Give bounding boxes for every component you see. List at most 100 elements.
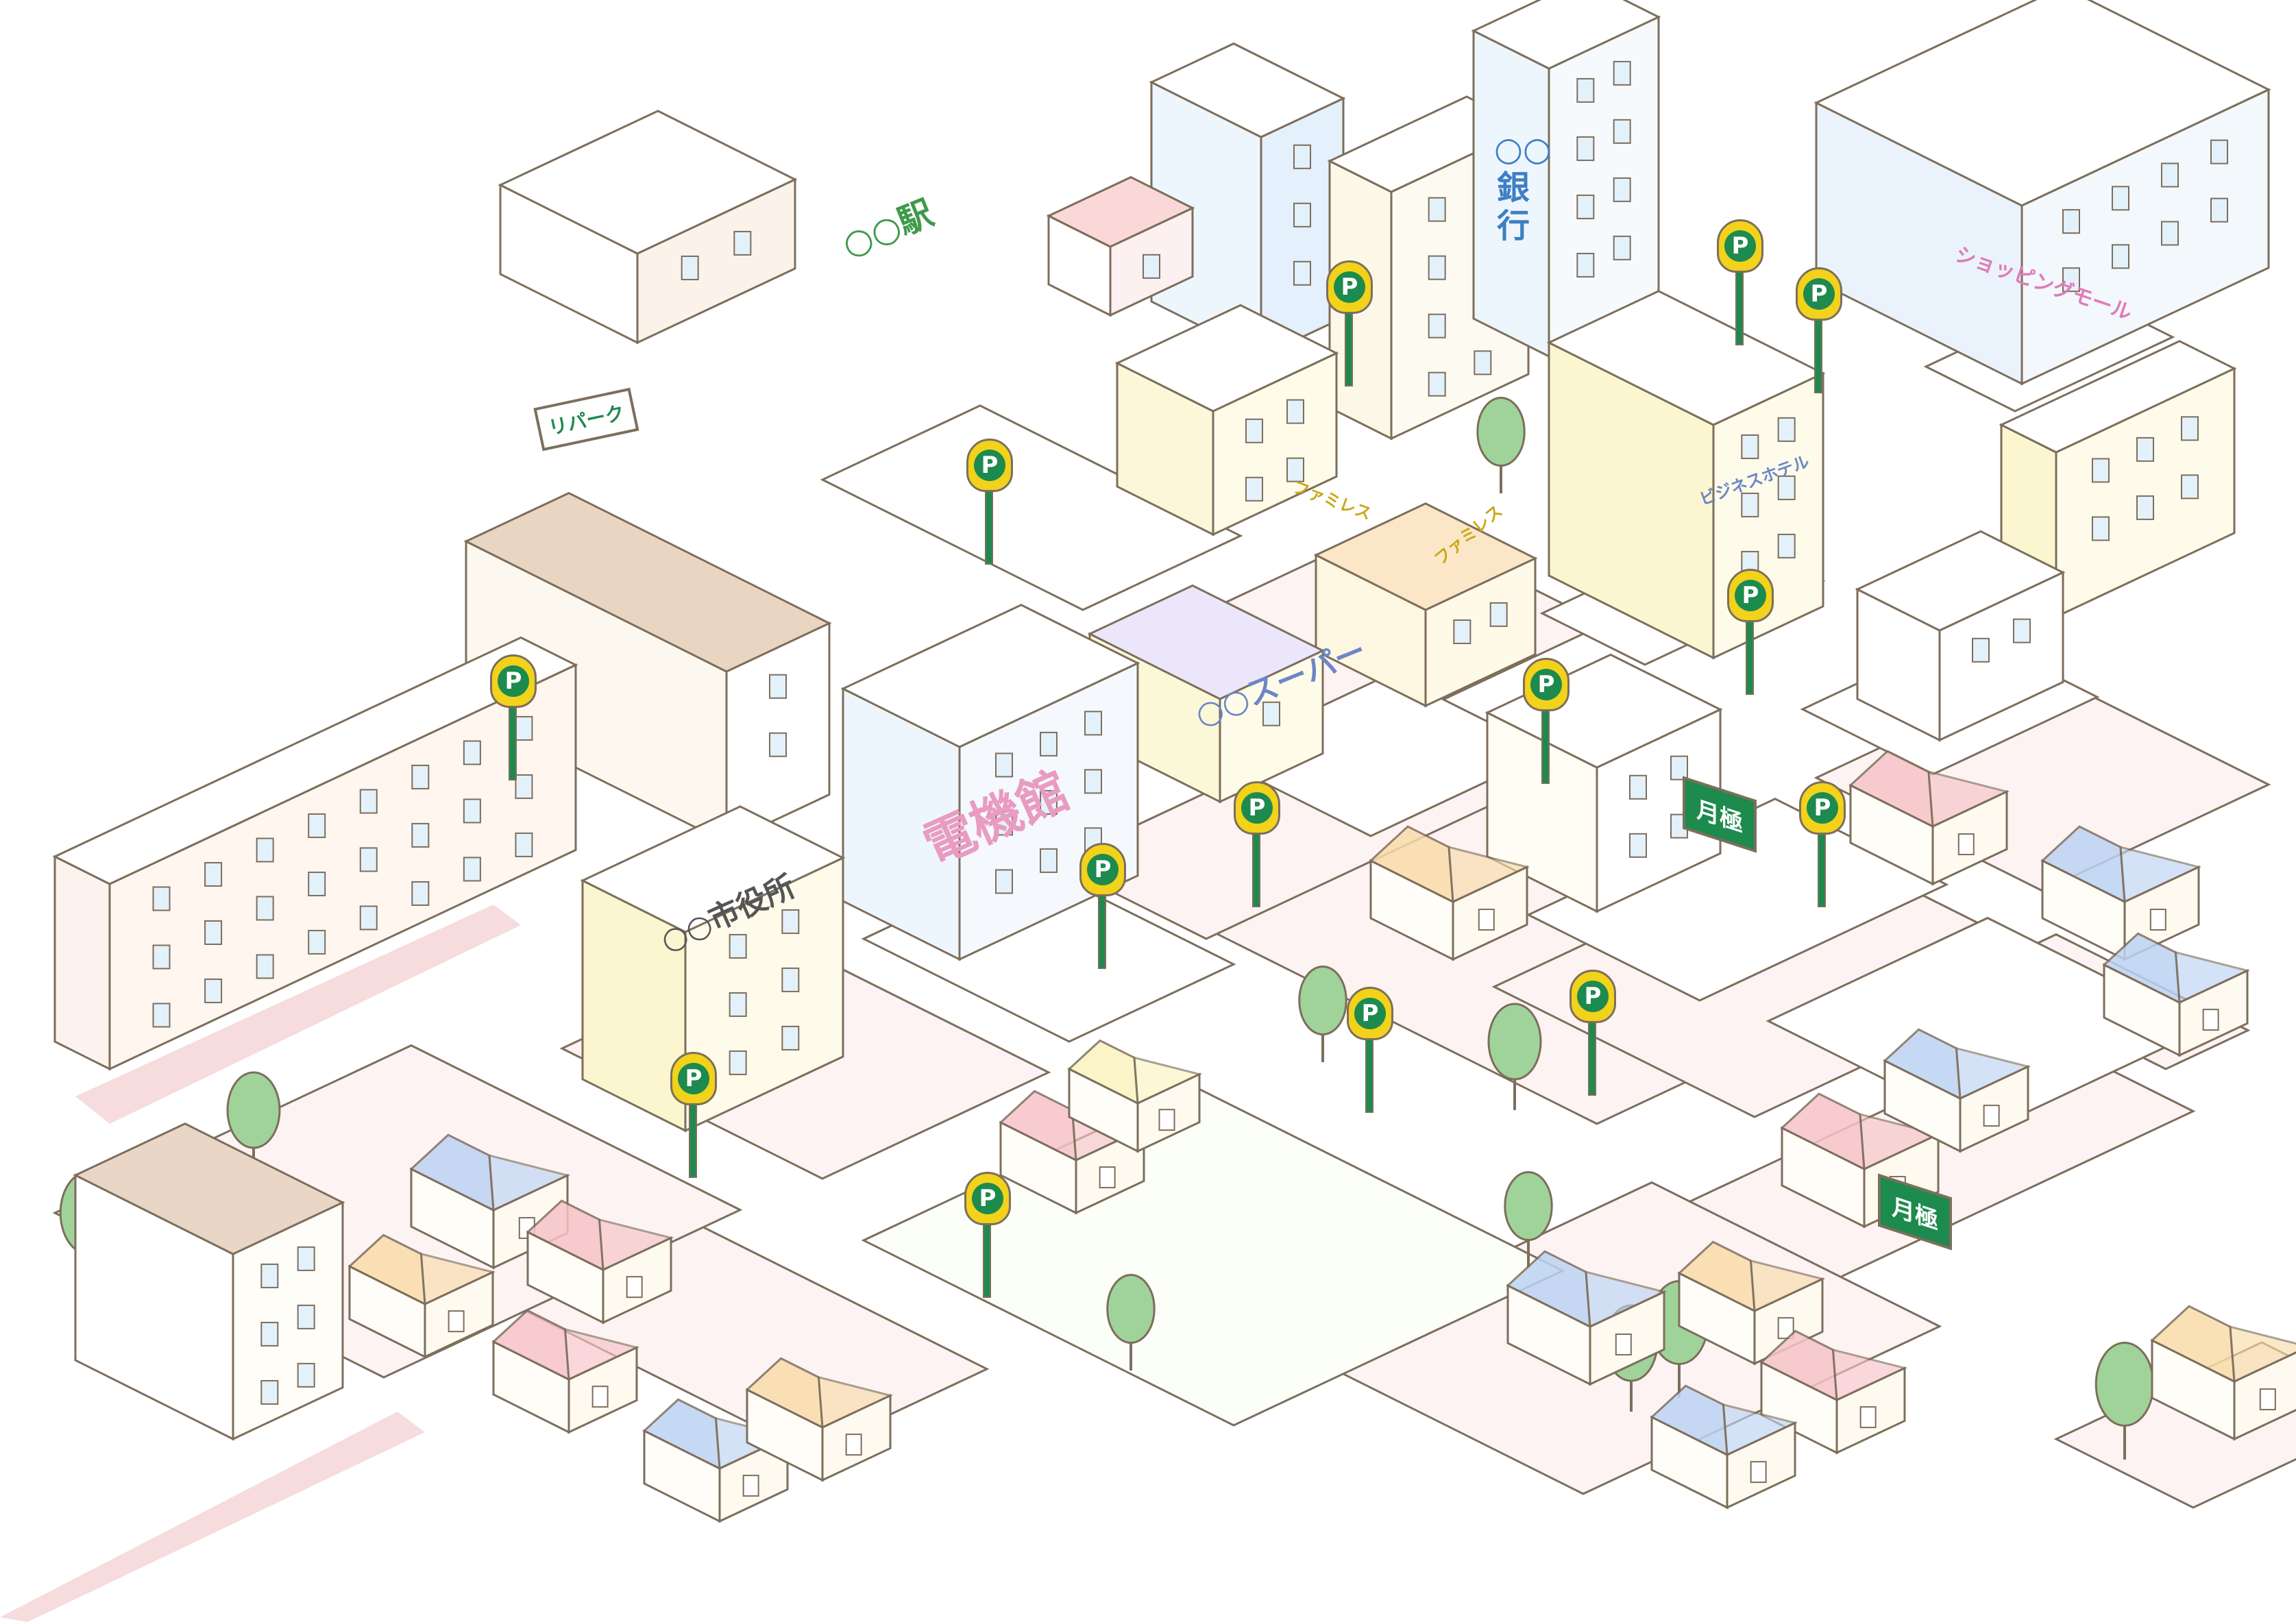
house-roof [1831, 1348, 1908, 1402]
parking-sign: P [1799, 781, 1846, 835]
window [729, 1050, 747, 1075]
house-roof [598, 1218, 674, 1272]
parking-sign-pole [1746, 617, 1754, 695]
window [1576, 136, 1595, 161]
parking-sign-pole [1541, 706, 1550, 784]
house-roof [488, 1154, 571, 1212]
building-roof [1813, 0, 2271, 207]
window [995, 811, 1013, 836]
window [1099, 1166, 1116, 1189]
window [463, 798, 481, 824]
building-roof [840, 604, 1140, 748]
road-sidewalk [0, 1412, 425, 1622]
window [515, 715, 533, 741]
window [204, 920, 223, 945]
window [1576, 77, 1595, 103]
window [1428, 313, 1446, 339]
city-hall [580, 805, 846, 1133]
window [1478, 909, 1495, 931]
window [463, 740, 481, 765]
parking-lot [820, 404, 1243, 611]
building-roof [498, 110, 798, 255]
window [1143, 254, 1160, 279]
parking-sign: P [1717, 219, 1763, 273]
window [359, 905, 378, 931]
window [733, 230, 752, 256]
window [729, 992, 747, 1017]
window [411, 822, 430, 848]
window [995, 869, 1013, 894]
house [1506, 1250, 1668, 1386]
window [2112, 244, 2129, 269]
window [1262, 701, 1280, 726]
tree-crown [226, 1071, 281, 1149]
buildings [52, 0, 2296, 1523]
window [2062, 267, 2080, 293]
window [1741, 492, 1759, 517]
window [308, 929, 326, 955]
building-left-face [53, 855, 111, 1071]
window [308, 813, 326, 838]
window [2181, 416, 2199, 441]
window [1613, 235, 1631, 260]
building-roof [1471, 0, 1661, 70]
window [152, 944, 171, 970]
house-roof [1859, 1113, 1942, 1171]
window [260, 1379, 279, 1405]
window [411, 881, 430, 906]
window [1777, 417, 1796, 442]
apartment [463, 491, 832, 845]
window [1040, 789, 1058, 815]
window [626, 1276, 643, 1299]
parking-p-icon: P [1241, 792, 1273, 824]
window [781, 1025, 800, 1050]
window [256, 837, 274, 863]
parking-lots [820, 291, 2210, 1427]
house-brown-roof [73, 1122, 345, 1441]
parking-p-icon: P [1803, 278, 1835, 310]
window [1286, 457, 1304, 482]
window [256, 954, 274, 979]
station [498, 110, 798, 345]
parking-sign-pole [985, 487, 993, 565]
house [1883, 1028, 2031, 1153]
parking-p-icon: P [1354, 998, 1386, 1029]
window [1777, 533, 1796, 558]
parking-p-icon: P [1530, 669, 1562, 700]
building-roof [52, 636, 578, 885]
parking-p-icon: P [678, 1063, 709, 1094]
parking-sign-pole [1818, 829, 1826, 907]
parking-sign: P [1570, 970, 1616, 1023]
window [1983, 1105, 2000, 1127]
tree-crown [1106, 1274, 1156, 1344]
window [1613, 60, 1631, 86]
parking-sign-pole [1252, 829, 1260, 907]
building-roof [580, 805, 846, 933]
window [411, 764, 430, 789]
house [1369, 825, 1530, 961]
building-roof [1313, 502, 1538, 611]
tree [1476, 397, 1526, 493]
parking-p-icon: P [1334, 271, 1365, 303]
parking-sign: P [1234, 781, 1280, 835]
parking-p-icon: P [974, 450, 1005, 481]
house-roof [1448, 846, 1530, 904]
window [1428, 255, 1446, 280]
family-restaurant [1313, 502, 1538, 708]
window [1293, 260, 1311, 286]
window [1750, 1461, 1767, 1484]
parking-sign: P [964, 1172, 1011, 1225]
tree-crown [1298, 966, 1347, 1035]
window [2013, 618, 2031, 643]
tree-crown [1504, 1171, 1553, 1241]
window [781, 909, 800, 934]
parking-sign-pole [1735, 267, 1744, 345]
building-roof [1546, 290, 1826, 426]
window [845, 1434, 862, 1456]
window [448, 1310, 465, 1333]
building-roof [1114, 304, 1339, 413]
window [2092, 458, 2110, 483]
window [2062, 209, 2080, 234]
window [2210, 197, 2228, 223]
parking-sign: P [1079, 843, 1126, 896]
